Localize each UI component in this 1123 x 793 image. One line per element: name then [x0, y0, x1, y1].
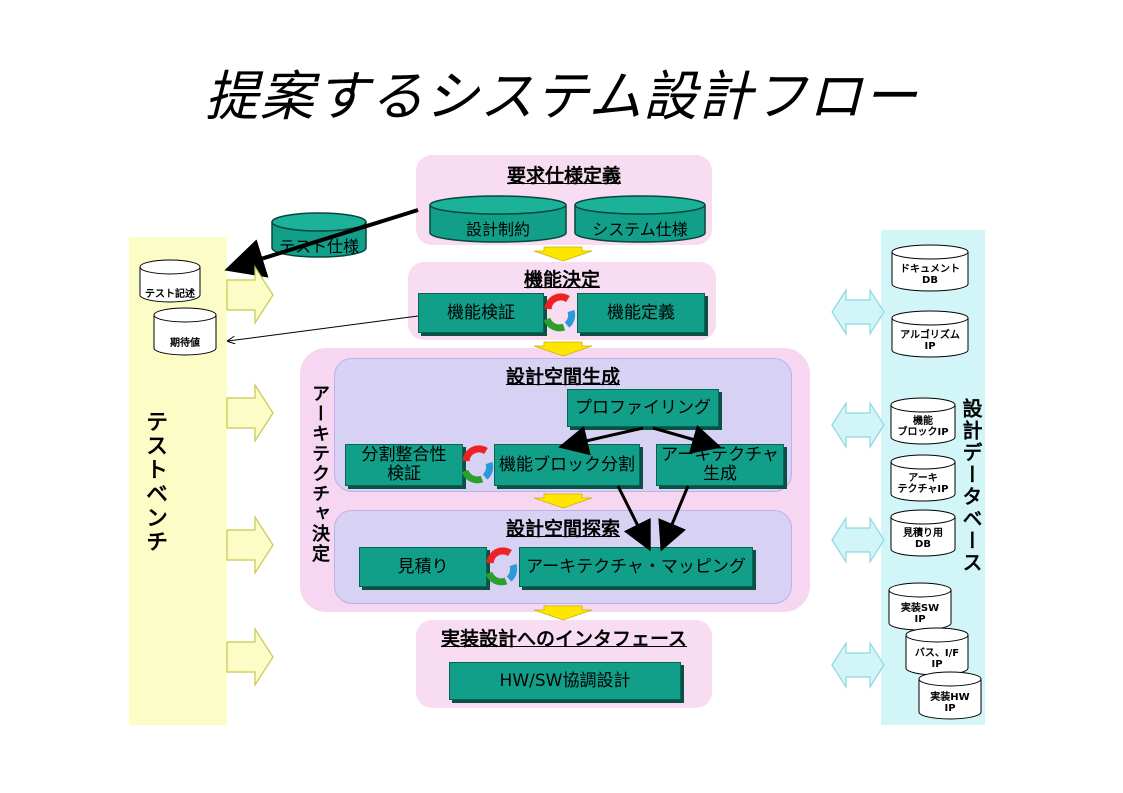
arch-gen-line2: 生成 [703, 464, 737, 484]
design-db-cylinders [888, 244, 982, 720]
db-function-block-label: 機能ブロックIP [897, 416, 949, 438]
architecture-side-label: アーキテクチャ決定 [309, 384, 330, 564]
function-verify-box: 機能検証 [418, 293, 544, 333]
db-test-spec-label: テスト仕様 [278, 237, 359, 256]
space-generation-header: 設計空間生成 [505, 366, 620, 388]
arch-generation-box: アーキテクチャ 生成 [656, 444, 784, 486]
estimate-box: 見積り [359, 547, 487, 587]
requirements-header: 要求仕様定義 [506, 165, 621, 187]
consistency-verify-box: 分割整合性 検証 [345, 444, 463, 486]
implementation-header: 実装設計へのインタフェース [440, 628, 688, 650]
page-title: 提案するシステム設計フロー [204, 65, 919, 128]
cycle-icon [461, 445, 494, 484]
testbench-dbs [139, 259, 217, 356]
function-define-box: 機能定義 [577, 293, 705, 333]
cycle-icon [485, 547, 518, 586]
yellow-flow-arrows [533, 246, 593, 621]
database-arrows [831, 287, 885, 690]
db-system-spec-label: システム仕様 [592, 220, 688, 239]
db-design-constraints [429, 195, 567, 243]
db-system-spec [574, 195, 706, 243]
testbench-label: テストベンチ [142, 410, 167, 554]
profiling-box: プロファイリング [567, 389, 719, 427]
space-search-header: 設計空間探索 [505, 518, 620, 540]
cycle-icon [543, 293, 576, 332]
connector-arrows [224, 208, 722, 552]
mapping-box: アーキテクチャ・マッピング [519, 547, 753, 587]
db-architecture-label: アーキテクチャIP [897, 473, 949, 495]
consistency-line2: 検証 [387, 464, 421, 484]
db-design-constraints-label: 設計制約 [465, 220, 530, 239]
function-header: 機能決定 [523, 269, 600, 291]
db-test-description-label: テスト記述 [145, 289, 195, 300]
hwsw-codesign-box: HW/SW協調設計 [449, 662, 681, 700]
consistency-line1: 分割整合性 [361, 445, 447, 466]
db-expected-value-label: 期待値 [170, 338, 200, 349]
testbench-arrows [226, 264, 274, 688]
design-database-label: 設計データベース [959, 398, 983, 574]
